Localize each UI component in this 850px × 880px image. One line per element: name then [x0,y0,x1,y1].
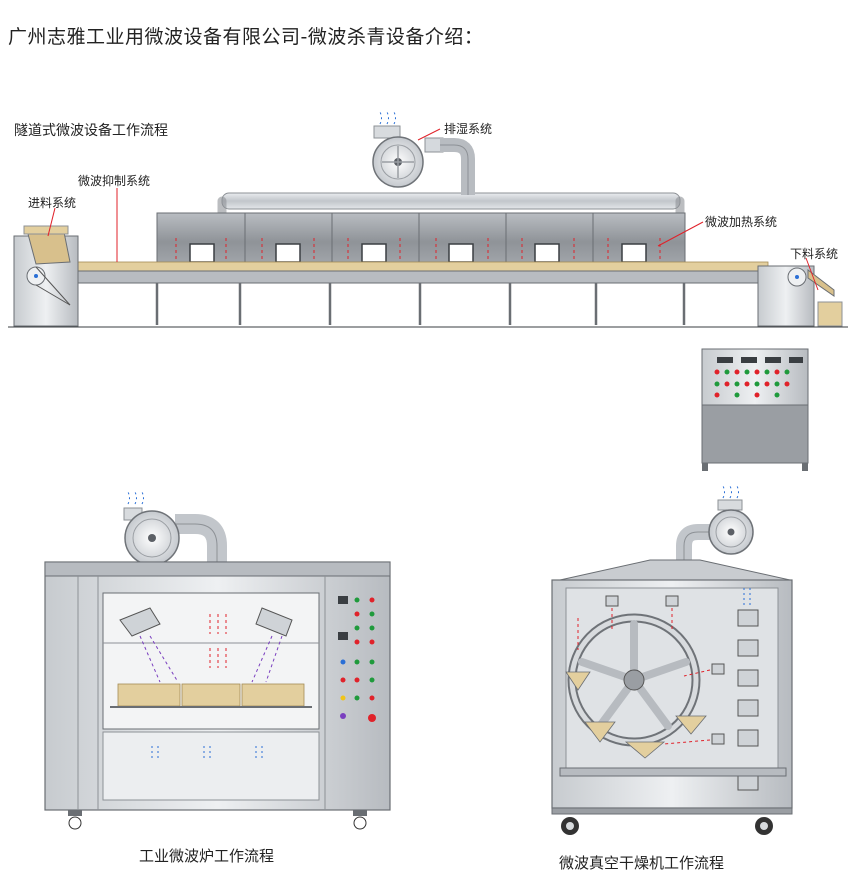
leader-lines [47,128,819,291]
feeding-station [13,225,79,327]
steam-icon [151,746,263,760]
conveyor-belt [77,270,769,284]
vacuum-dryer [551,485,793,835]
callout-suppression: 微波抑制系统 [78,174,151,188]
tunnel-heading: 隧道式微波设备工作流程 [14,123,168,139]
control-cabinet [701,348,809,471]
product-trays [565,671,707,759]
steam-icon [379,111,396,125]
microwave-wave-icon [577,608,711,745]
microwave-wave-icon [175,238,661,262]
discharge-station [757,265,843,327]
steam-icon [127,491,144,505]
tunnel-line [8,111,848,328]
exhaust-duct [221,192,681,210]
indicator-lamp-icon [338,596,376,722]
steam-icon [722,485,739,499]
callout-feeding: 进料系统 [28,196,77,210]
callout-heating: 微波加热系统 [705,215,778,229]
indicator-lamp-icon [714,369,790,398]
caption-vacuum-dryer: 微波真空干燥机工作流程 [559,854,725,872]
caption-industrial-oven: 工业微波炉工作流程 [139,847,275,865]
product-trays [117,683,305,707]
steam-icon [743,588,751,606]
heating-cabinets [156,212,686,272]
industrial-oven [44,491,391,830]
wheel-icon [353,816,367,830]
wheel-icon [68,816,82,830]
page-title: 广州志雅工业用微波设备有限公司-微波杀青设备介绍： [8,26,484,48]
callout-exhaust: 排湿系统 [444,122,493,136]
callout-discharge: 下料系统 [790,247,839,261]
